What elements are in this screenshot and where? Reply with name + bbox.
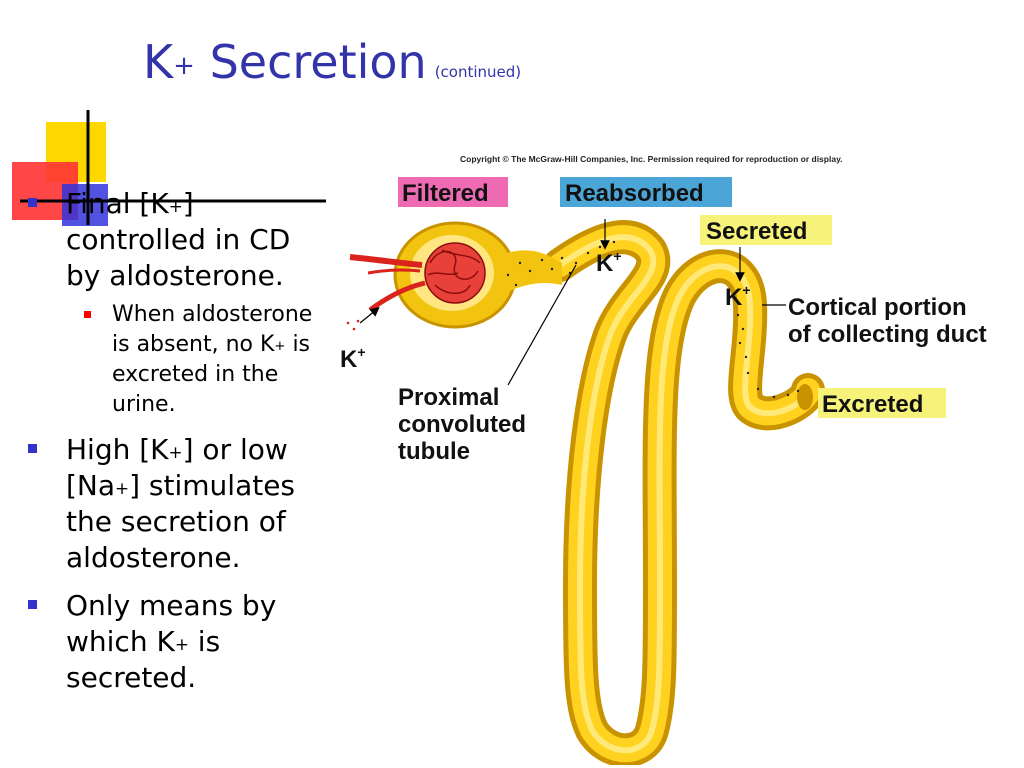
copyright-notice: Copyright © The McGraw-Hill Companies, I… <box>460 154 843 164</box>
k-reabsorbed-label: K+ <box>596 248 622 277</box>
bullet-marker <box>28 198 37 207</box>
sub-bullet-1: When aldosterone is absent, no K+ is exc… <box>28 300 328 420</box>
bullet-1-text-b: ] controlled in CD by aldosterone. <box>66 187 291 292</box>
sub-bullet-text-b: is excreted in the urine. <box>112 332 311 417</box>
sub-bullet-sup: + <box>274 339 286 354</box>
slide-title: K+ Secretion (continued) <box>143 30 521 98</box>
capsule-neck <box>500 250 562 295</box>
bullet-1-text-a: Final [K <box>66 187 169 220</box>
reabsorbed-label: Reabsorbed <box>565 180 704 207</box>
k-left-label: K+ <box>340 344 366 373</box>
excreted-box <box>818 388 946 418</box>
bullet-1: Final [K+] controlled in CD by aldostero… <box>28 186 328 294</box>
bullet-marker <box>28 600 37 609</box>
capillary-loops <box>427 249 481 294</box>
bullet-2-text-b: ] or low [Na <box>66 433 288 502</box>
bullet-3-text-b: is secreted. <box>66 625 221 694</box>
ccd-label-line2: of collecting duct <box>788 321 987 348</box>
title-sup: + <box>173 51 195 81</box>
secreted-box <box>700 215 832 245</box>
title-rest: Secretion <box>194 35 427 89</box>
title-subtitle: (continued) <box>434 62 522 81</box>
pct-label-line1: Proximal <box>398 384 499 411</box>
bullet-3-sup: + <box>174 634 189 654</box>
potassium-dots <box>506 240 800 399</box>
bullet-list: Final [K+] controlled in CD by aldostero… <box>28 186 328 708</box>
duct-opening <box>797 384 813 410</box>
sub-bullet-marker <box>84 311 91 318</box>
glomerulus <box>349 242 486 313</box>
efferent-arteriole <box>368 280 426 313</box>
excreted-label: Excreted <box>822 391 923 418</box>
bullet-2-sup-a: + <box>168 442 183 462</box>
ccd-label-line1: Cortical portion <box>788 294 967 321</box>
bullet-3-text-a: Only means by which K <box>66 589 277 658</box>
pct-label-line2: convoluted <box>398 411 526 438</box>
filtered-box <box>398 177 508 207</box>
secreted-label: Secreted <box>706 218 807 245</box>
afferent-arteriole <box>349 254 423 268</box>
pct-label-line3: tubule <box>398 438 470 465</box>
bullet-2-text-a: High [K <box>66 433 169 466</box>
incoming-arrow <box>359 306 380 324</box>
k-secreted-label: K+ <box>725 282 751 311</box>
blue-square <box>62 184 108 226</box>
bullet-3: Only means by which K+ is secreted. <box>28 588 328 696</box>
bullet-1-sup: + <box>168 196 183 216</box>
bullet-marker <box>28 444 37 453</box>
sub-bullet-text-a: When aldosterone is absent, no K <box>112 302 313 357</box>
bullet-2-text-c: ] stimulates the secretion of aldosteron… <box>66 469 296 574</box>
bullet-2: High [K+] or low [Na+] stimulates the se… <box>28 432 328 576</box>
filtered-label: Filtered <box>402 180 489 207</box>
reabsorbed-box <box>560 177 732 207</box>
loop-highlight <box>557 234 811 754</box>
title-k: K <box>143 35 174 89</box>
nephron-diagram: Copyright © The McGraw-Hill Companies, I… <box>340 154 987 765</box>
pct-leader <box>507 264 577 386</box>
incoming-k-dots <box>346 319 360 331</box>
vessel-branch <box>367 268 421 275</box>
bullet-2-sup-b: + <box>115 478 130 498</box>
decorative-squares <box>12 110 326 226</box>
